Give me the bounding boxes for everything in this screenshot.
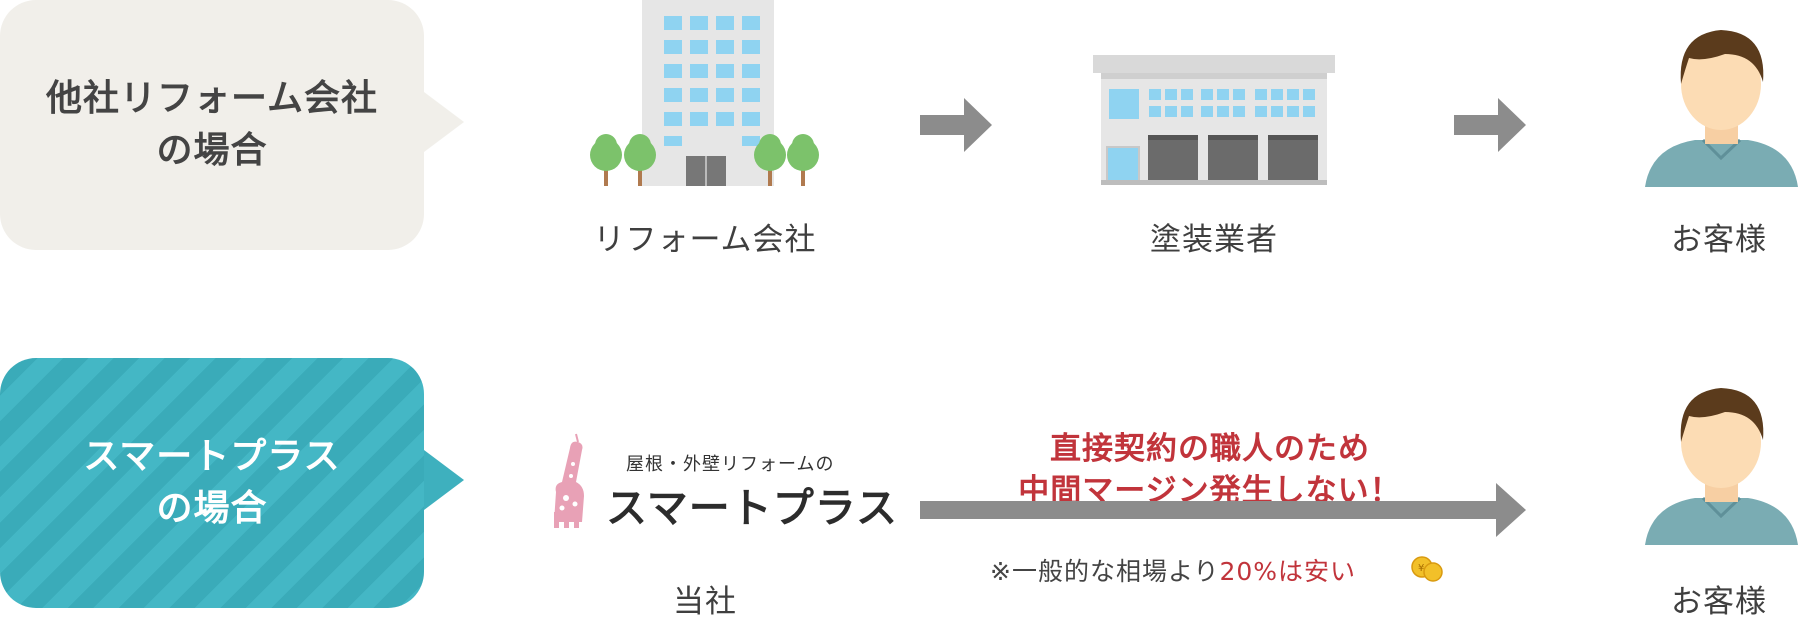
reform-company-label: リフォーム会社 [593,222,817,258]
coins-icon: ¥ [1411,556,1443,582]
customer-avatar-icon [1645,30,1798,187]
bubble-subtitle: の場合 [156,488,268,529]
svg-text:¥: ¥ [1418,563,1424,574]
logo-name: スマートプラス [606,484,898,532]
arrow-right-icon [1454,98,1526,152]
our-company-label: 当社 [673,584,737,620]
bubble-title: 他社リフォーム会社 [46,78,378,119]
warehouse-icon [1093,55,1335,185]
office-building-icon [590,0,819,186]
note-prefix: ※一般的な相場より [990,557,1220,586]
direct-contract-highlight: 直接契約の職人のため [1050,431,1370,467]
customer-avatar-icon [1645,388,1798,545]
bubble-tail [424,450,464,510]
other-company-bubble: 他社リフォーム会社 の場合 [0,0,464,250]
bubble-subtitle: の場合 [156,130,268,171]
tree-icon [590,134,819,186]
smartplus-bubble: スマートプラス の場合 [0,358,464,608]
painter-label: 塗装業者 [1150,222,1278,258]
giraffe-logo-icon [554,433,584,528]
note-highlight: 20%は安い [1219,557,1357,586]
customer-label: お客様 [1671,222,1767,258]
bubble-title: スマートプラス [83,436,341,477]
arrow-right-icon [920,483,1526,537]
price-note: ※一般的な相場より20%は安い [990,552,1356,588]
logo-subtitle: 屋根・外壁リフォームの [626,454,835,475]
arrow-right-icon [920,98,992,152]
bubble-tail [424,92,464,152]
customer-label: お客様 [1671,584,1767,620]
